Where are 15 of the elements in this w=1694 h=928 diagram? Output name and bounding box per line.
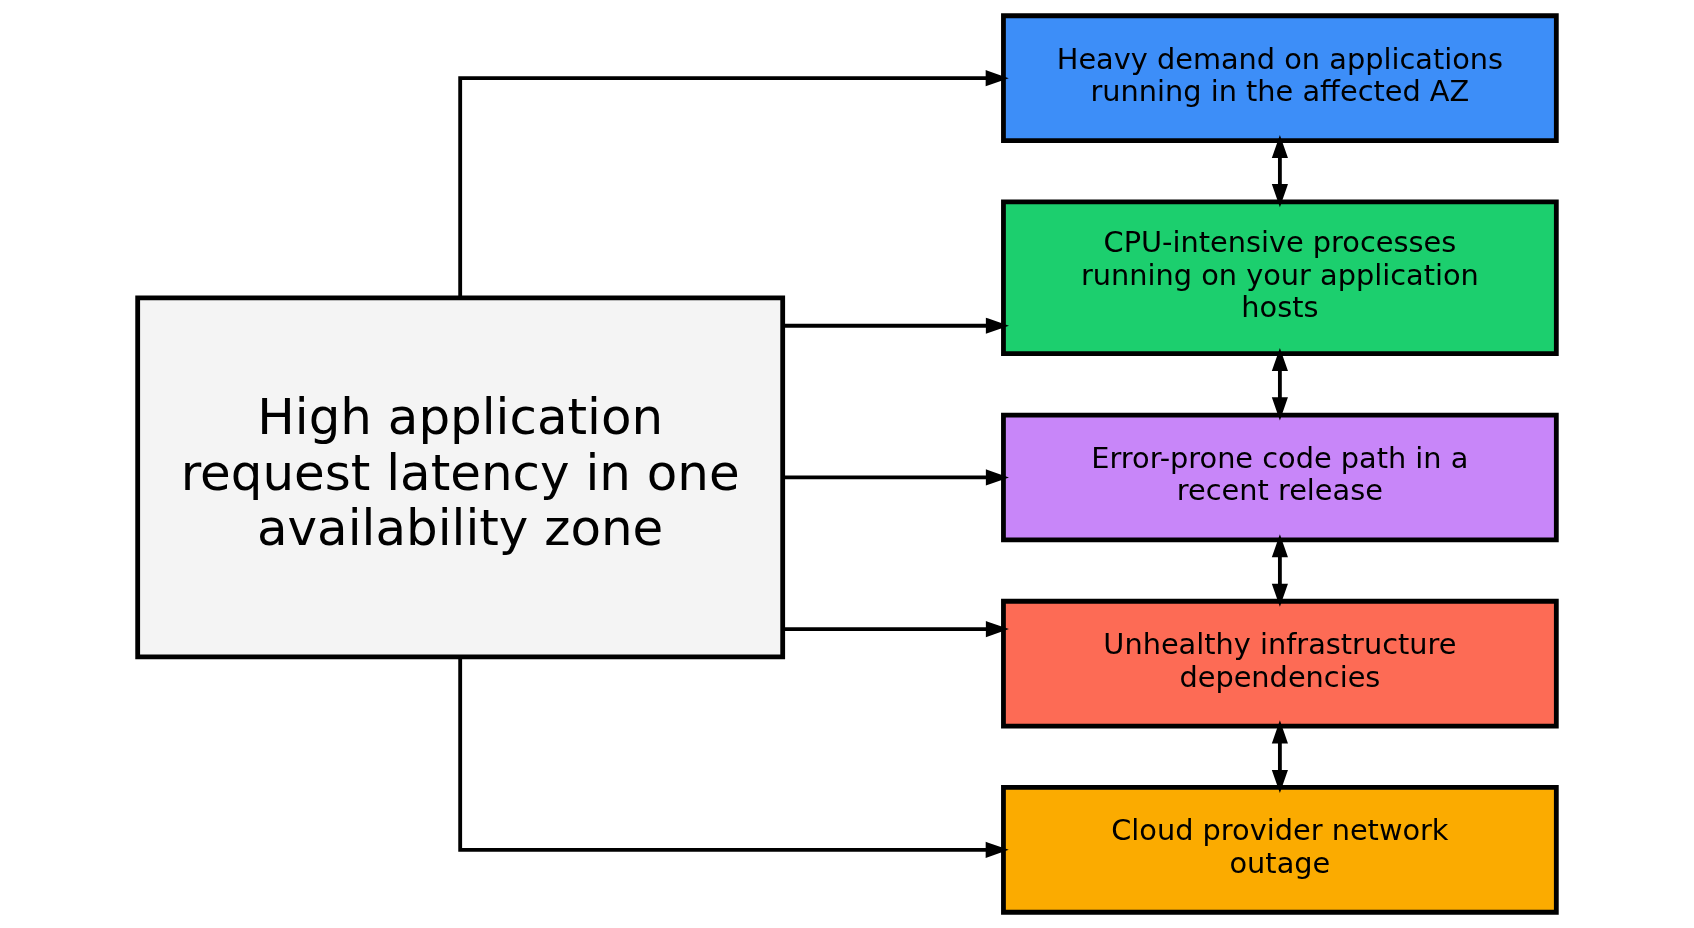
arrow (1271, 134, 1288, 208)
arrow (1271, 348, 1288, 421)
node-box: Unhealthy infrastructure dependencies (1001, 598, 1559, 729)
node-box: High application request latency in one availability zone (135, 295, 786, 660)
arrow (1271, 720, 1288, 793)
arrow (458, 657, 1009, 858)
arrow (783, 317, 1009, 334)
arrow (458, 70, 1009, 298)
node-box: CPU-intensive processes running on your application hosts (1001, 199, 1559, 356)
arrow (1271, 534, 1288, 607)
arrow (783, 621, 1009, 638)
node-box: Error-prone code path in a recent release (1001, 412, 1559, 543)
arrow (783, 469, 1009, 486)
node-box: Heavy demand on applications running in the affected AZ (1001, 13, 1559, 143)
node-box: Cloud provider network outage (1001, 785, 1559, 915)
